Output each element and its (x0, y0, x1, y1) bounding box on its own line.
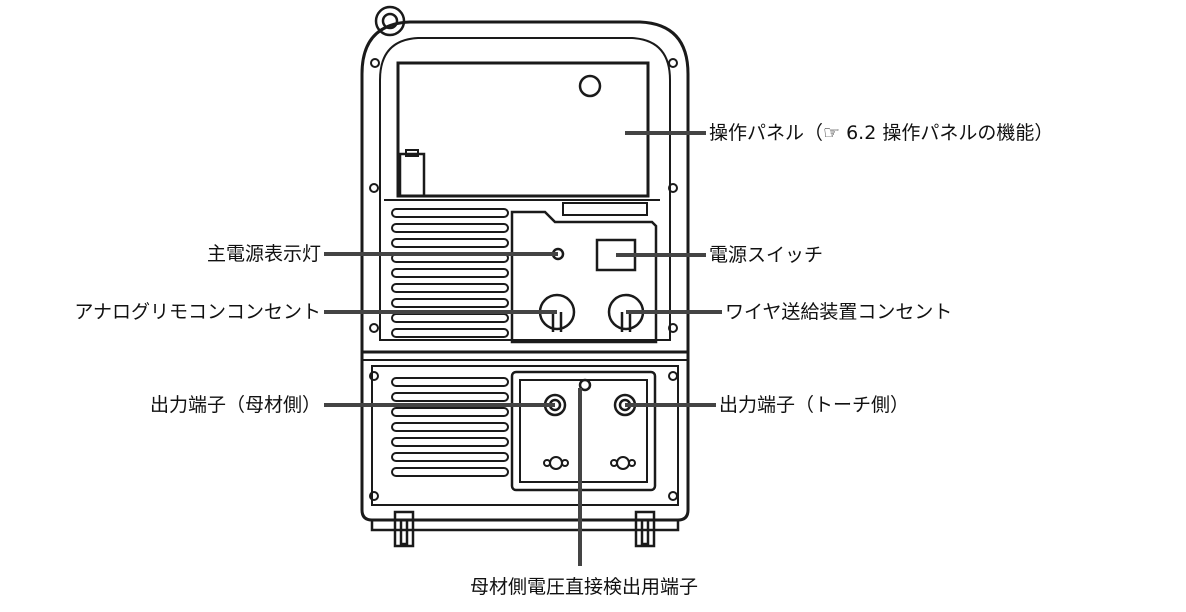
upper-vents (384, 199, 660, 338)
housing-screws (369, 58, 678, 333)
output-terminal-plate (510, 370, 657, 492)
caster-right (634, 510, 656, 548)
panel-latch-top (405, 149, 419, 157)
panel-knob (578, 74, 602, 98)
sub-terminals-right (610, 456, 636, 470)
label-wire-feeder-outlet: ワイヤ送給装置コンセント (725, 301, 953, 323)
front-control-plate (510, 210, 658, 344)
sub-terminals-left (543, 456, 569, 470)
label-base-voltage-terminal: 母材側電圧直接検出用端子 (470, 576, 699, 598)
upper-housing (360, 20, 690, 354)
panel-latch (398, 152, 426, 198)
label-operation-panel: 操作パネル（☞ 6.2 操作パネルの機能） (709, 122, 1054, 144)
label-output-torch: 出力端子（トーチ側） (719, 394, 910, 416)
label-main-power-lamp: 主電源表示灯 (206, 243, 321, 265)
label-output-base: 出力端子（母材側） (149, 394, 321, 416)
upper-housing-inner (379, 37, 671, 341)
name-plate (562, 202, 648, 216)
label-power-switch: 電源スイッチ (709, 244, 824, 266)
lower-screws (369, 371, 678, 501)
caster-left (393, 510, 415, 548)
chassis-base (370, 520, 680, 532)
lower-vents (391, 377, 509, 477)
operation-panel-cover (396, 61, 650, 198)
label-analog-remote-outlet: アナログリモコンコンセント (74, 301, 321, 323)
base-voltage-terminal[interactable] (578, 378, 592, 392)
